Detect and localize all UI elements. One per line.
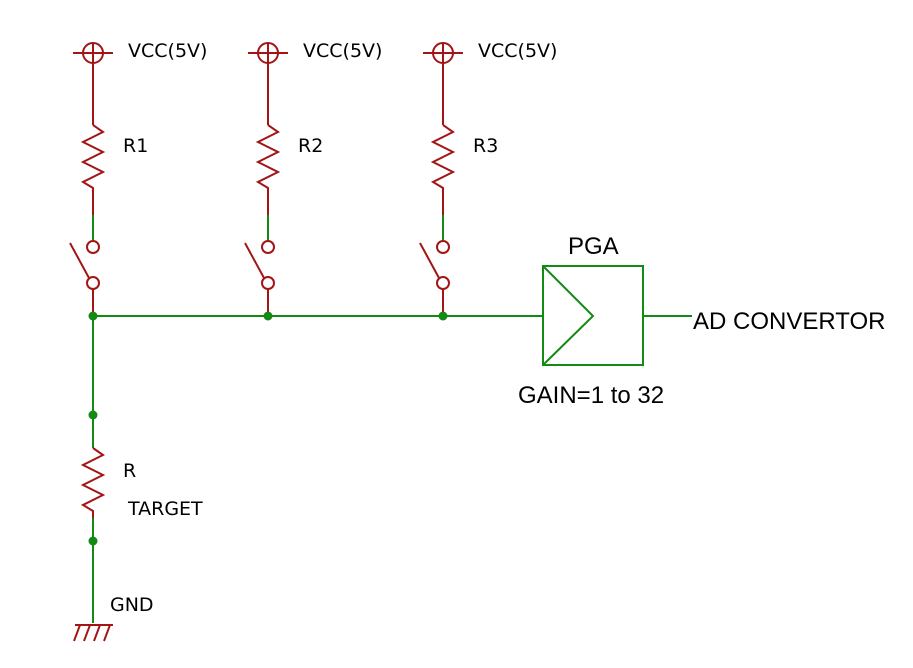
resistor-r2 [255,124,281,215]
pga-title: PGA [568,233,619,260]
junction-dots [88,311,448,546]
ground-symbol [73,624,113,642]
pga-block [542,265,644,366]
branch-2 [244,42,288,316]
switch-2 [244,240,275,316]
resistor-r3-label: R3 [473,135,498,157]
junction-dot [88,311,98,321]
branch-3 [419,42,463,316]
vcc-label-3: VCC(5V) [478,40,557,62]
switch-1 [69,240,100,316]
vcc-symbol-1 [73,42,113,125]
resistor-target [80,447,106,518]
ground-label: GND [110,594,154,616]
vcc-symbol-3 [423,42,463,125]
output-label: AD CONVERTOR [693,308,885,335]
junction-dot [438,311,448,321]
junction-dot [263,311,273,321]
junction-dot [88,410,98,420]
resistor-r2-label: R2 [298,135,323,157]
vcc-label-1: VCC(5V) [128,40,207,62]
junction-dot [88,536,98,546]
pga-gain-label: GAIN=1 to 32 [518,382,664,409]
resistor-r1-label: R1 [123,135,148,157]
switch-3 [419,240,450,316]
target-resistor-desc: TARGET [127,498,203,520]
target-resistor-label: R [123,460,136,482]
vcc-label-2: VCC(5V) [303,40,382,62]
resistor-r1 [80,124,106,215]
branch-1 [69,42,113,316]
vcc-symbol-2 [248,42,288,125]
resistor-r3 [430,124,456,215]
